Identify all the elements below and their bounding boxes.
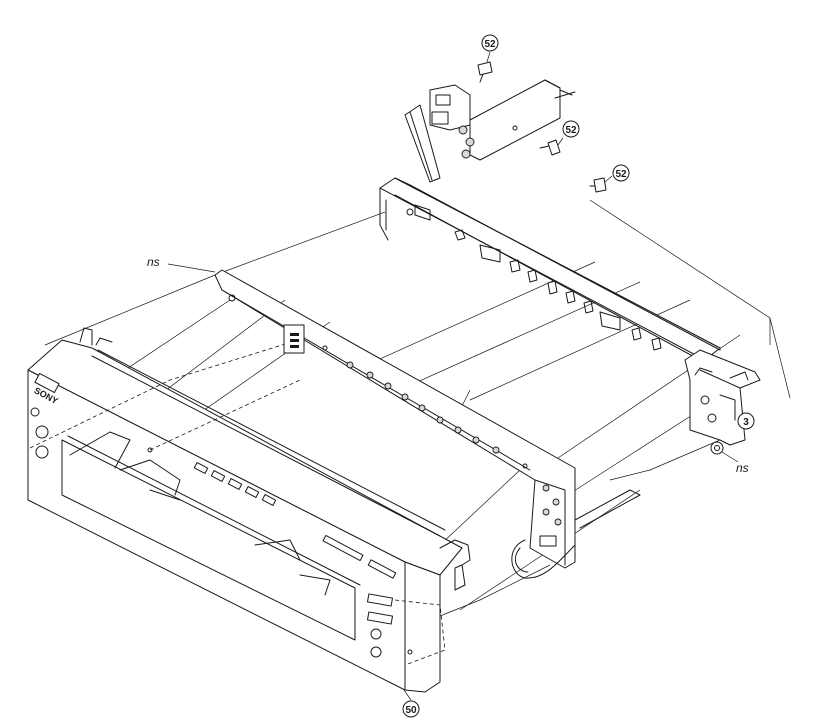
label-ns-right-text: ns xyxy=(736,461,749,475)
screw-top xyxy=(477,51,493,83)
front-circuit-board xyxy=(214,269,641,579)
callout-front-panel: 50 xyxy=(402,689,420,718)
callout-screw-bracket-number: 52 xyxy=(565,125,577,136)
callout-bracket-right-number: 3 xyxy=(743,417,749,428)
rear-bracket-bar xyxy=(379,177,721,361)
label-ns-left-text: ns xyxy=(147,255,160,269)
callout-screw-bracket: 52 xyxy=(562,120,580,138)
callout-screw-right-number: 52 xyxy=(615,169,627,180)
top-pcb-assembly xyxy=(404,79,576,183)
callout-bracket-right: 3 xyxy=(737,412,755,430)
label-ns-left: ns xyxy=(147,255,216,273)
callout-screw-right: 52 xyxy=(612,164,630,182)
label-ns-right: ns xyxy=(721,451,749,475)
right-side-bracket xyxy=(684,349,761,455)
front-panel: SONY xyxy=(27,327,471,693)
screw-bracket xyxy=(539,137,564,156)
callout-front-panel-number: 50 xyxy=(405,705,417,716)
callout-screw-top-number: 52 xyxy=(484,39,496,50)
callout-screw-top: 52 xyxy=(481,34,499,52)
screw-right xyxy=(589,175,613,193)
